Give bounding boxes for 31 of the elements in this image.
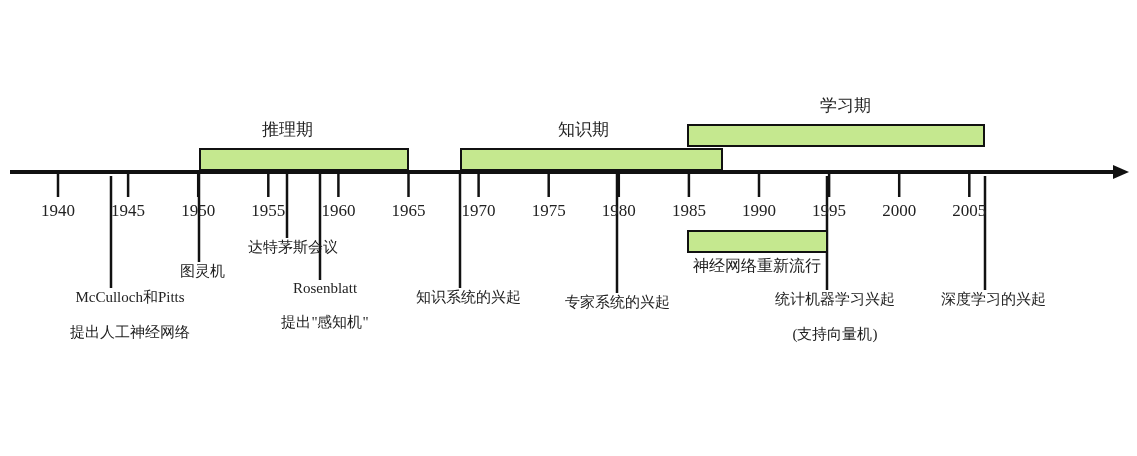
year-label: 1955: [251, 201, 286, 221]
year-label: 1975: [531, 201, 566, 221]
event-label: 深度学习的兴起: [940, 290, 1046, 309]
period-label: 推理期: [261, 119, 313, 141]
event-label: 提出人工神经网络: [70, 323, 190, 342]
leader-line: [285, 171, 289, 238]
leader-line: [109, 176, 113, 288]
year-label: 1970: [461, 201, 496, 221]
leader-line: [458, 171, 462, 288]
year-label: 2000: [882, 201, 917, 221]
year-label: 1985: [671, 201, 706, 221]
year-label: 1940: [41, 201, 75, 221]
leader-line: [615, 171, 619, 293]
period-label: 神经网络重新流行: [693, 256, 821, 276]
event-label: 统计机器学习兴起: [775, 290, 895, 309]
period-label: 知识期: [557, 119, 609, 141]
leader-line: [197, 171, 201, 262]
event-label: 专家系统的兴起: [564, 293, 670, 312]
event-label: 知识系统的兴起: [415, 288, 521, 307]
event-label: McCulloch和Pitts: [74, 288, 186, 307]
leader-line: [983, 176, 987, 290]
year-label: 1945: [111, 201, 146, 221]
event-label: (支持向量机): [791, 325, 879, 344]
year-label: 1965: [391, 201, 426, 221]
period-label: 学习期: [819, 95, 871, 117]
year-label: 1990: [742, 201, 776, 221]
event-label: Rosenblatt: [291, 280, 359, 297]
year-label: 1960: [321, 201, 356, 221]
leader-line: [318, 171, 322, 280]
event-label: 图灵机: [179, 262, 225, 281]
event-label: 提出"感知机": [281, 313, 369, 332]
